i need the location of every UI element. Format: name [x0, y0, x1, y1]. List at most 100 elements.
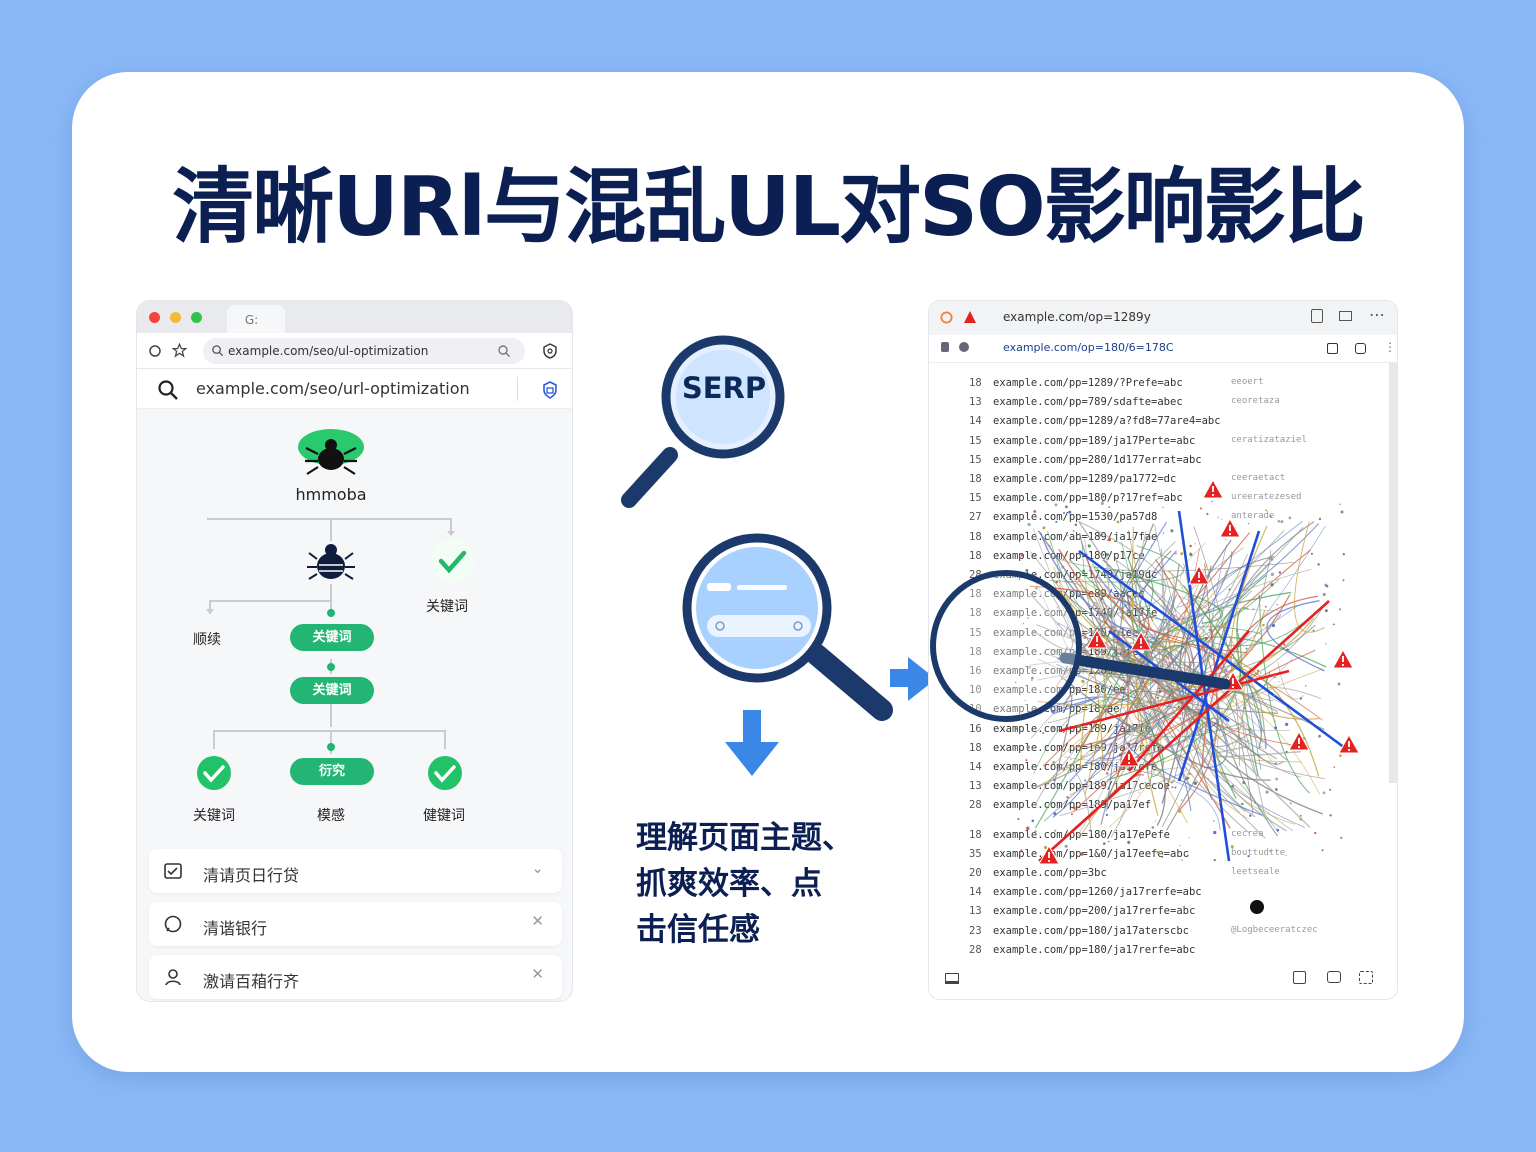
tangle-dot — [1207, 778, 1209, 780]
url-input[interactable]: example.com/seo/ul-optimization — [203, 338, 525, 364]
more-icon[interactable]: ⋯ — [1369, 305, 1385, 324]
star-icon[interactable] — [172, 343, 187, 358]
node-label: 关键词 — [426, 599, 468, 615]
tangle-line — [1038, 600, 1330, 862]
tangle-dot — [1274, 720, 1276, 722]
line-number: 18 — [969, 549, 982, 562]
accordion-item[interactable]: 激请百葙行齐 ✕ — [149, 955, 562, 999]
keyword-node[interactable]: 关键词 — [290, 624, 374, 651]
tangle-dot — [1305, 685, 1307, 687]
sidebar-icon[interactable] — [945, 973, 959, 984]
tangle-dot — [1105, 553, 1109, 557]
line-number: 14 — [969, 886, 982, 899]
tangle-dot — [1105, 813, 1108, 816]
tangle-dot — [1219, 801, 1221, 804]
tangle-dot — [1270, 583, 1274, 587]
url-text: example.com/seo/ul-optimization — [228, 344, 429, 358]
tangle-line — [1183, 549, 1312, 691]
tangle-dot — [1235, 629, 1239, 632]
accordion-item[interactable]: 清谐银行 ✕ — [149, 902, 562, 946]
search-icon[interactable] — [497, 344, 511, 358]
line-number: 16 — [969, 665, 993, 677]
line-number: 18 — [969, 530, 982, 543]
leaf-label: 关键词 — [193, 808, 235, 824]
tangle-dot — [1059, 559, 1061, 561]
bug-icon — [305, 439, 357, 475]
line-number: 15 — [969, 453, 982, 466]
shield-icon[interactable] — [542, 343, 558, 359]
browser-icon — [940, 311, 953, 324]
accordion-item[interactable]: 清请页日行贷 ⌄ — [149, 849, 562, 893]
more-icon[interactable]: ⋮ — [1384, 340, 1396, 354]
tangle-line — [1177, 530, 1261, 782]
url-text: example.com/op=180/6=178C — [1003, 341, 1174, 354]
chevron-down-icon[interactable]: ⌄ — [531, 859, 544, 877]
reload-icon[interactable] — [148, 344, 162, 358]
messy-url-browser: example.com/op=1289y ⋯ example.com/op=18… — [928, 300, 1398, 1000]
address-bar: example.com/seo/ul-optimization — [137, 333, 572, 369]
tangle-dot — [1031, 819, 1035, 823]
maximize-window-button[interactable] — [191, 312, 202, 323]
extension-icon[interactable] — [1355, 343, 1366, 354]
tangle-dot — [1066, 796, 1069, 799]
tangle-dot — [1250, 648, 1253, 651]
tangle-line — [1154, 524, 1301, 778]
keyword-node[interactable]: 关键词 — [290, 677, 374, 704]
window-icon[interactable] — [1293, 971, 1306, 984]
tangle-dot — [1276, 828, 1280, 832]
close-window-button[interactable] — [149, 312, 160, 323]
tangle-dot — [1127, 840, 1131, 844]
reader-icon[interactable] — [1311, 309, 1323, 323]
tangle-dot — [1283, 643, 1286, 646]
comment-icon[interactable] — [1327, 971, 1341, 983]
chevron-down-icon[interactable]: ✕ — [531, 912, 544, 930]
tangle-dot — [1186, 854, 1189, 857]
tab-icon[interactable] — [1327, 343, 1338, 354]
research-node[interactable]: 衍究 — [290, 758, 374, 785]
address-bar[interactable]: example.com/op=180/6=178C ⋮ — [929, 335, 1397, 363]
chevron-down-icon[interactable]: ✕ — [531, 965, 544, 983]
tangle-dot — [1100, 502, 1104, 505]
accordion-label: 清请页日行贷 — [203, 866, 300, 885]
shield-icon[interactable] — [542, 381, 558, 399]
caption-line: 理解页面主题、 — [636, 820, 853, 856]
tangle-dot — [1026, 826, 1030, 831]
scrollbar[interactable] — [1389, 363, 1397, 783]
tangle-dot — [1225, 669, 1228, 672]
minimize-window-button[interactable] — [170, 312, 181, 323]
browser-tab[interactable]: G: — [227, 305, 285, 333]
tangle-dot — [1325, 642, 1327, 645]
tangle-dot — [1051, 727, 1055, 730]
grid-icon[interactable] — [1359, 971, 1373, 984]
tangle-dot — [1161, 856, 1164, 859]
search-bar[interactable]: example.com/seo/url-optimization — [137, 369, 572, 409]
tangle-dot — [1317, 563, 1320, 566]
tangle-dot — [1186, 776, 1190, 780]
tangle-dot — [1026, 616, 1030, 620]
leaf-label: 模感 — [317, 808, 345, 824]
line-number: 15 — [969, 492, 982, 505]
tangle-dot — [1210, 569, 1213, 572]
tangle-line — [1051, 555, 1294, 572]
tangle-line — [1084, 539, 1294, 832]
menu-icon[interactable] — [1339, 311, 1352, 321]
tangle-dot — [1072, 806, 1076, 810]
tangle-dot — [1191, 621, 1194, 624]
